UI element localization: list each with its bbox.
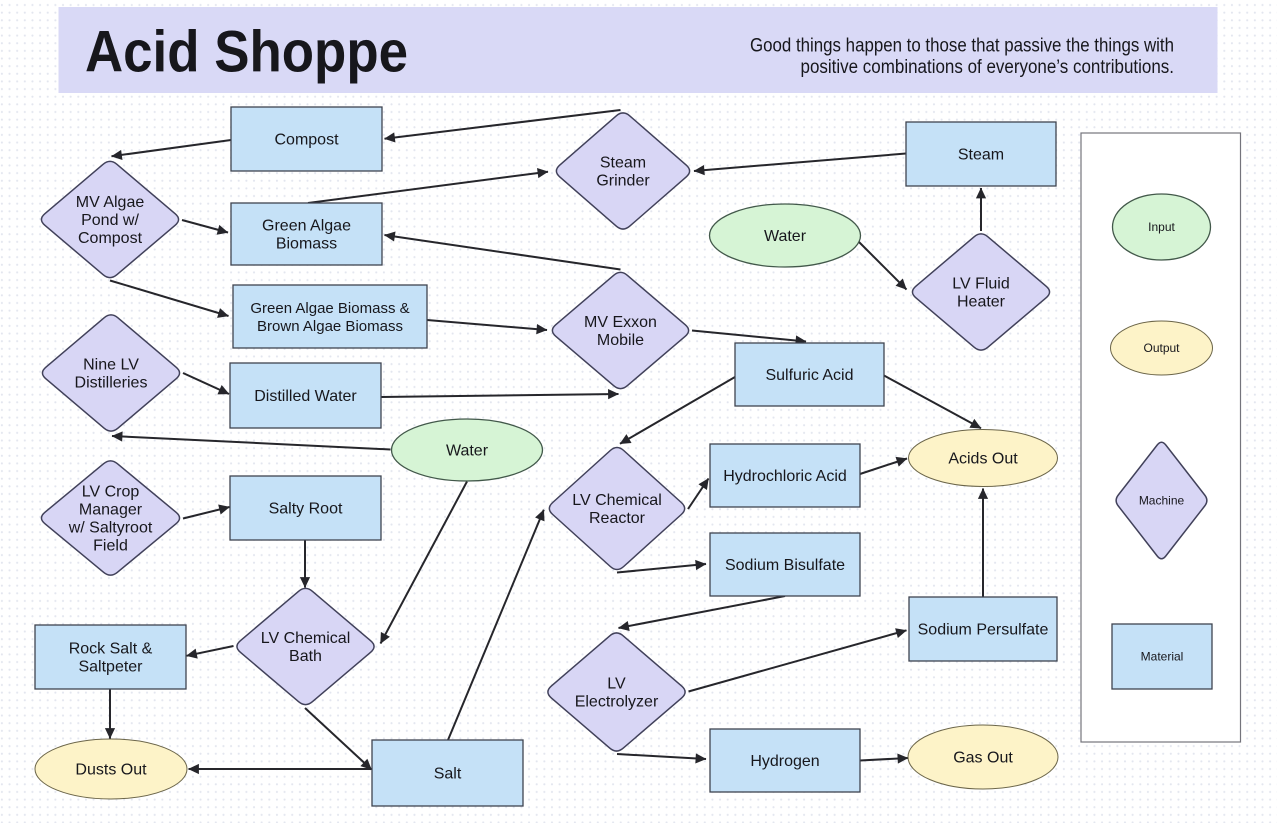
svg-text:Green Algae Biomass &: Green Algae Biomass & <box>250 300 409 317</box>
svg-text:Field: Field <box>93 538 128 555</box>
svg-text:Green Algae: Green Algae <box>262 218 351 235</box>
svg-text:LV Crop: LV Crop <box>82 484 140 501</box>
svg-text:Hydrogen: Hydrogen <box>750 753 819 770</box>
svg-text:Output: Output <box>1143 341 1180 355</box>
svg-text:LV Fluid: LV Fluid <box>952 276 1010 293</box>
svg-text:positive combinations of every: positive combinations of everyone’s cont… <box>801 57 1175 78</box>
svg-text:LV Chemical: LV Chemical <box>572 492 662 509</box>
svg-text:LV Chemical: LV Chemical <box>261 630 351 647</box>
svg-text:Steam: Steam <box>958 147 1004 164</box>
svg-text:Pond w/: Pond w/ <box>81 212 139 229</box>
svg-text:Rock Salt &: Rock Salt & <box>69 641 153 658</box>
svg-text:Heater: Heater <box>957 294 1006 311</box>
svg-text:Saltpeter: Saltpeter <box>78 659 143 676</box>
svg-text:Electrolyzer: Electrolyzer <box>575 694 659 711</box>
svg-text:Sodium Bisulfate: Sodium Bisulfate <box>725 557 845 574</box>
svg-text:Water: Water <box>764 228 807 245</box>
svg-text:Steam: Steam <box>600 155 646 172</box>
svg-text:Distilleries: Distilleries <box>75 375 148 392</box>
svg-text:Manager: Manager <box>79 502 143 519</box>
svg-text:Acids Out: Acids Out <box>948 451 1018 468</box>
svg-text:Salty Root: Salty Root <box>269 501 343 518</box>
svg-text:Grinder: Grinder <box>596 173 650 190</box>
svg-text:w/ Saltyroot: w/ Saltyroot <box>68 520 153 537</box>
svg-text:Mobile: Mobile <box>597 332 644 349</box>
svg-text:Good things happen to those th: Good things happen to those that passive… <box>750 36 1174 57</box>
svg-text:Hydrochloric Acid: Hydrochloric Acid <box>723 468 847 485</box>
svg-text:Brown Algae Biomass: Brown Algae Biomass <box>257 318 403 335</box>
svg-text:Sodium Persulfate: Sodium Persulfate <box>918 622 1049 639</box>
svg-text:Compost: Compost <box>274 132 339 149</box>
svg-text:MV Algae: MV Algae <box>76 194 145 211</box>
svg-text:Acid Shoppe: Acid Shoppe <box>85 20 408 85</box>
svg-text:Gas Out: Gas Out <box>953 750 1013 767</box>
svg-text:Biomass: Biomass <box>276 236 337 253</box>
svg-text:Compost: Compost <box>78 230 143 247</box>
svg-text:Reactor: Reactor <box>589 510 646 527</box>
svg-text:Bath: Bath <box>289 648 322 665</box>
svg-text:Salt: Salt <box>434 766 462 783</box>
svg-text:Dusts Out: Dusts Out <box>75 762 147 779</box>
svg-text:Nine LV: Nine LV <box>83 357 139 374</box>
svg-text:Water: Water <box>446 443 489 460</box>
svg-text:Sulfuric Acid: Sulfuric Acid <box>765 367 853 384</box>
svg-text:LV: LV <box>607 676 626 693</box>
svg-text:Machine: Machine <box>1139 494 1185 508</box>
svg-text:Distilled Water: Distilled Water <box>254 388 357 405</box>
svg-text:MV Exxon: MV Exxon <box>584 314 657 331</box>
svg-text:Input: Input <box>1148 220 1175 234</box>
svg-text:Material: Material <box>1141 650 1184 664</box>
